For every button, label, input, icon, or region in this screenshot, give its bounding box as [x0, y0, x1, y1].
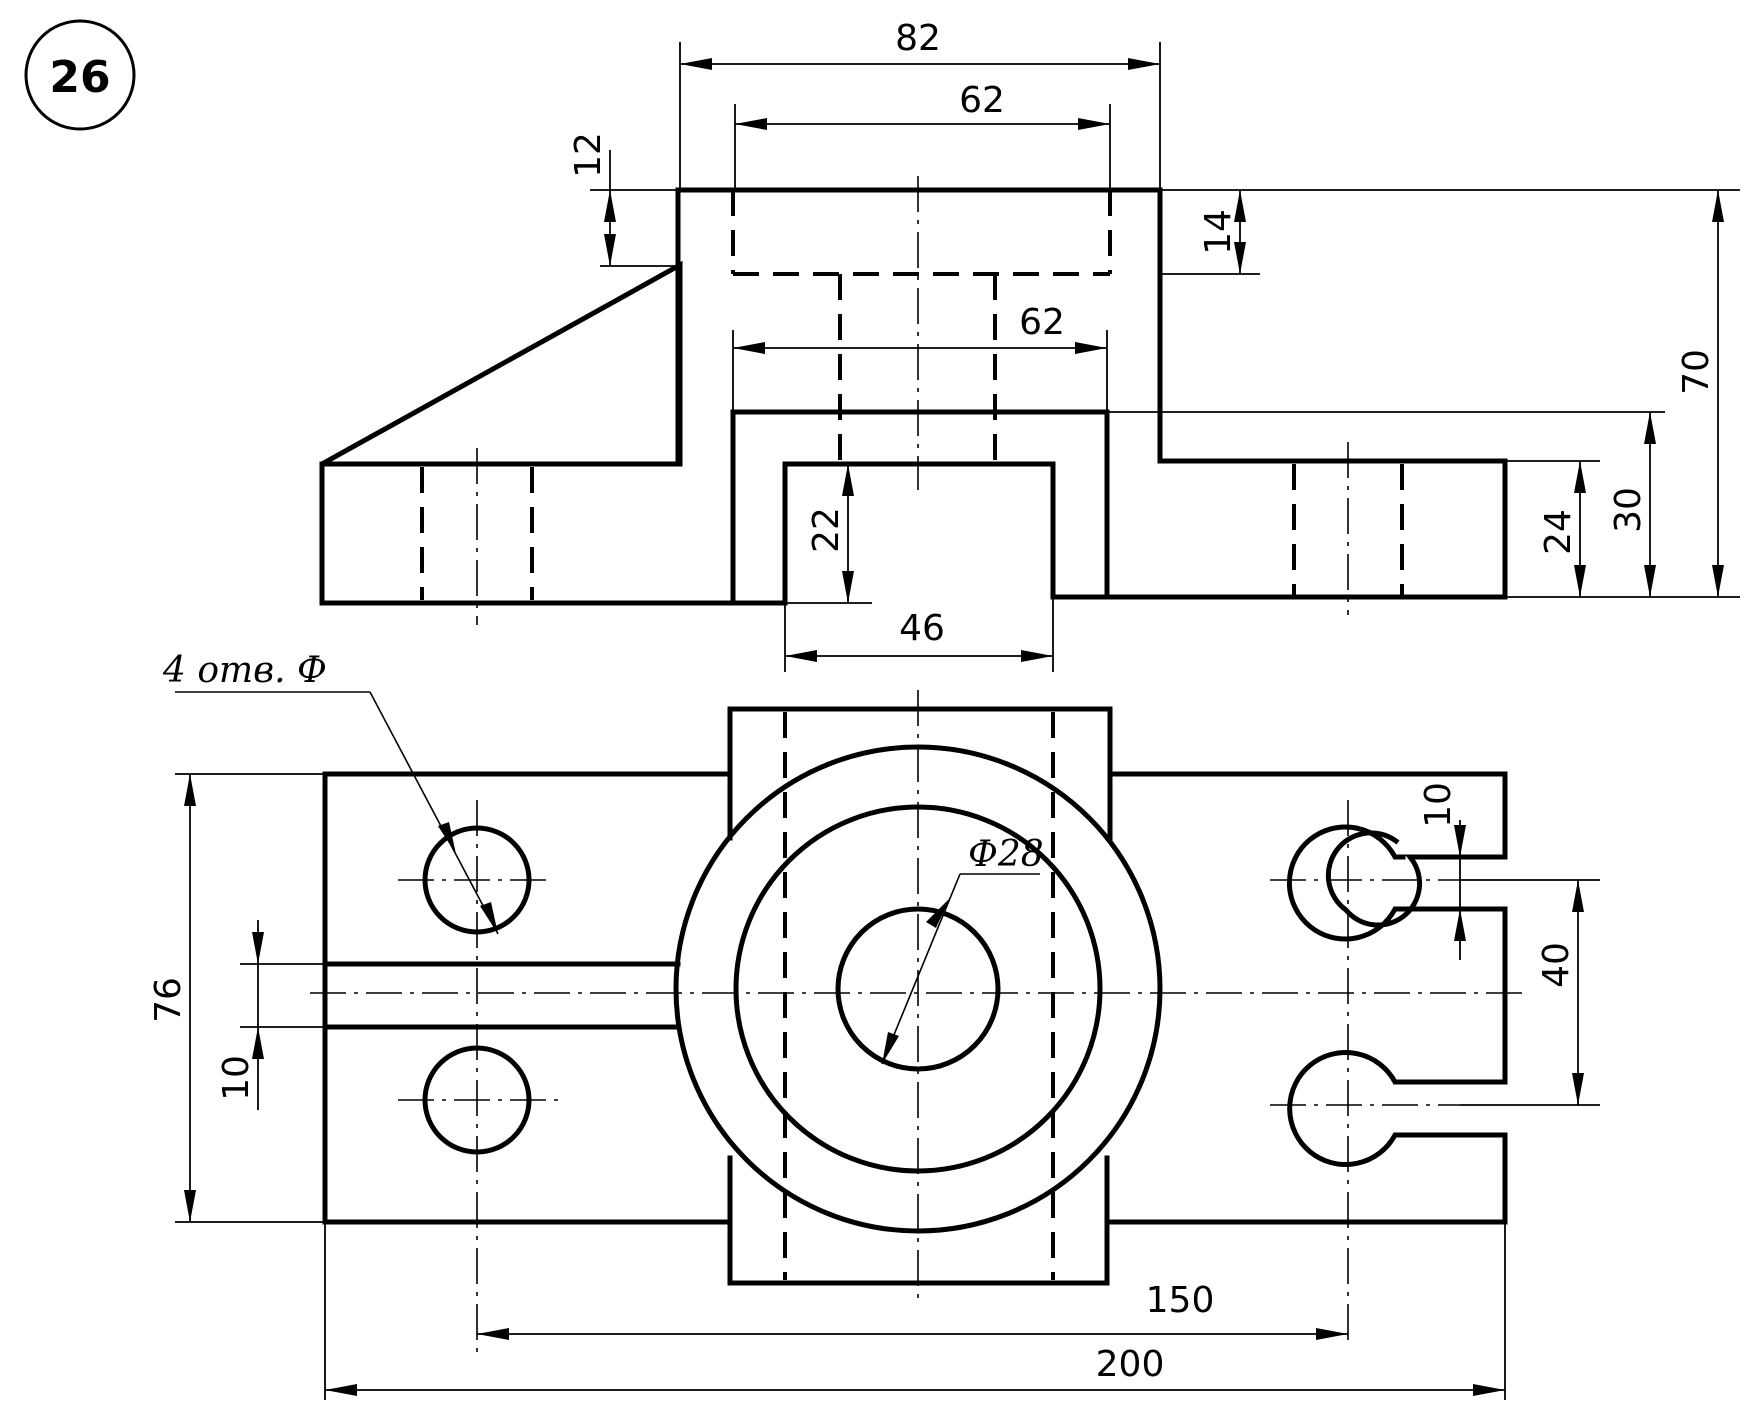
- keyhole-slot-lower: [1287, 1050, 1406, 1167]
- dim-flange-step: 12: [568, 132, 609, 178]
- dim-inner-bore: 62: [1019, 302, 1065, 343]
- figure-number-badge: 26: [24, 19, 136, 131]
- dim-slot-width: 46: [899, 608, 945, 649]
- hole-circle: [835, 906, 1001, 1072]
- dim-height-total: 70: [1676, 349, 1717, 395]
- dim-plan-width: 76: [148, 977, 189, 1023]
- dim-boss-height: 30: [1608, 487, 1649, 533]
- dim-bore-depth: 14: [1198, 209, 1239, 255]
- dim-base-height: 24: [1538, 509, 1579, 555]
- dim-top-bore: 62: [959, 80, 1005, 121]
- figure-number: 26: [49, 52, 110, 103]
- front-view-outline: [319, 187, 1508, 606]
- front-slot-outline: [782, 461, 1056, 606]
- holes-note: 4 отв. Ф: [162, 650, 327, 691]
- top-view-dimensions: 4 отв. Ф 76 10 Ф28 10 40: [148, 650, 1600, 1400]
- front-view-dimensions: 82 62 12 14 62 70: [568, 18, 1740, 672]
- dim-tab-gap: 10: [1418, 782, 1459, 828]
- top-right-base: [1107, 771, 1508, 928]
- dim-hole-spacing-vertical: 40: [1536, 942, 1577, 988]
- dim-length-total: 200: [1096, 1344, 1165, 1385]
- dim-slot-gap: 10: [216, 1055, 257, 1101]
- dim-hole-spacing: 150: [1146, 1280, 1215, 1321]
- dim-hole-diameter: Ф28: [968, 834, 1044, 875]
- dim-slot-height: 22: [806, 507, 847, 553]
- top-view: [310, 690, 1530, 1360]
- top-left-base: [322, 771, 730, 1225]
- keyhole-slot-upper: [1286, 824, 1406, 942]
- front-boss-outline: [730, 409, 1110, 606]
- dim-top-width: 82: [895, 18, 941, 59]
- front-view: [319, 176, 1508, 625]
